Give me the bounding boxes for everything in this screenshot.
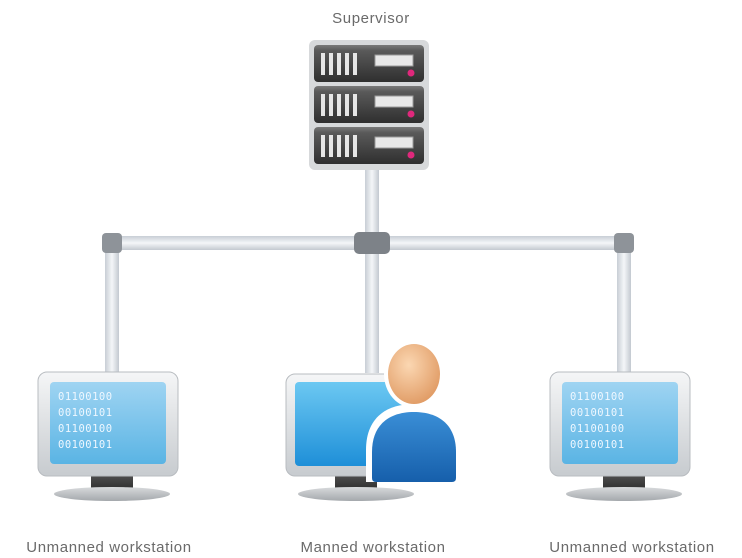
- workstation-left-label: Unmanned workstation: [26, 539, 192, 556]
- workstation-left-icon: 01100100 00100101 01100100 00100101: [37, 371, 179, 501]
- supervisor-label: Supervisor: [332, 10, 410, 27]
- binary-row: 01100100: [58, 423, 113, 435]
- binary-row: 00100101: [58, 439, 113, 451]
- junction-left: [102, 233, 122, 253]
- junction-right: [614, 233, 634, 253]
- workstation-center-label: Manned workstation: [300, 539, 446, 556]
- workstation-right-label: Unmanned workstation: [549, 539, 715, 556]
- network-connectors: [102, 165, 634, 373]
- binary-row: 00100101: [58, 407, 113, 419]
- binary-row: 01100100: [58, 391, 113, 403]
- binary-row: 00100101: [570, 439, 625, 451]
- person-icon: [366, 340, 462, 482]
- supervisor-server-icon: [309, 40, 429, 170]
- binary-row: 00100101: [570, 407, 625, 419]
- workstation-right-icon: 01100100 00100101 01100100 00100101: [549, 371, 691, 501]
- junction-center: [354, 232, 390, 254]
- binary-row: 01100100: [570, 423, 625, 435]
- binary-row: 01100100: [570, 391, 625, 403]
